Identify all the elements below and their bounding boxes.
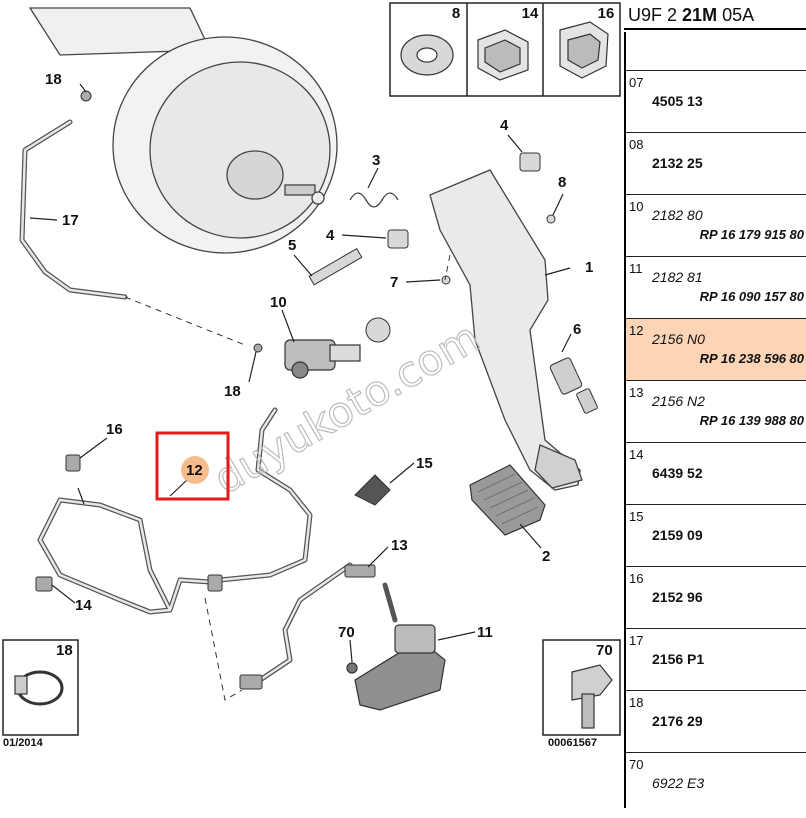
slave-cylinder bbox=[346, 624, 446, 711]
callout-18-top: 18 bbox=[45, 71, 62, 88]
part-reference: 6439 52 bbox=[652, 465, 703, 481]
clutch-spring bbox=[349, 192, 399, 208]
part-row[interactable]: 15 2159 09 bbox=[624, 504, 806, 566]
part-row[interactable]: 07 4505 13 bbox=[624, 70, 806, 132]
callout-4-top: 4 bbox=[500, 117, 509, 134]
model-code-header: U9F 2 21M 05A bbox=[624, 0, 806, 30]
part-reference: 2156 P1 bbox=[652, 651, 705, 667]
callout-6: 6 bbox=[573, 321, 581, 338]
part-row[interactable]: 12 2156 N0 RP 16 238 596 80 bbox=[624, 318, 806, 380]
callout-7: 7 bbox=[390, 274, 398, 291]
callout-14: 14 bbox=[75, 597, 92, 614]
part-reference: 2182 81 bbox=[652, 269, 703, 285]
part-reference: 2152 96 bbox=[652, 589, 703, 605]
part-row[interactable]: 14 6439 52 bbox=[624, 442, 806, 504]
pedal-bushing bbox=[308, 152, 556, 343]
part-rp-number: RP 16 139 988 80 bbox=[699, 413, 804, 428]
master-cylinder bbox=[284, 339, 361, 379]
part-row[interactable]: 18 2176 29 bbox=[624, 690, 806, 752]
part-position: 10 bbox=[629, 199, 644, 214]
inset-label-18: 18 bbox=[56, 642, 73, 659]
model-suffix: 05A bbox=[722, 5, 755, 25]
part-rp-number: RP 16 238 596 80 bbox=[699, 351, 804, 366]
callout-13: 13 bbox=[391, 537, 408, 554]
part-position: 07 bbox=[629, 75, 644, 90]
part-position: 11 bbox=[629, 261, 643, 276]
callout-18: 18 bbox=[224, 383, 241, 400]
selected-callout-12[interactable]: 12 bbox=[155, 431, 230, 501]
drawing-number: 00061567 bbox=[548, 737, 597, 749]
part-row[interactable]: 16 2152 96 bbox=[624, 566, 806, 628]
callout-15: 15 bbox=[416, 455, 433, 472]
part-position: 08 bbox=[629, 137, 644, 152]
part-reference: 2156 N0 bbox=[652, 331, 705, 347]
model-prefix: U9F 2 bbox=[628, 5, 678, 25]
callout-lines bbox=[29, 83, 572, 663]
inset-label-70: 70 bbox=[596, 642, 613, 659]
bolt-icon bbox=[571, 664, 613, 729]
clip-16-icon bbox=[559, 21, 609, 79]
washer-icon bbox=[400, 34, 454, 76]
hydraulic-pipes bbox=[19, 119, 398, 683]
part-row[interactable]: 13 2156 N2 RP 16 139 988 80 bbox=[624, 380, 806, 442]
part-reference: 2182 80 bbox=[652, 207, 703, 223]
part-reference: 4505 13 bbox=[652, 93, 703, 109]
part-position: 13 bbox=[629, 385, 644, 400]
part-reference: 6922 E3 bbox=[652, 775, 705, 791]
callout-3: 3 bbox=[372, 152, 380, 169]
pedal-rubber bbox=[469, 464, 546, 536]
callout-5: 5 bbox=[288, 237, 296, 254]
callout-8: 8 bbox=[558, 174, 566, 191]
callout-2: 2 bbox=[542, 548, 550, 565]
part-position: 70 bbox=[629, 757, 644, 772]
parts-rows: 07 4505 13 08 2132 25 10 2182 80 RP 16 179 915… bbox=[624, 70, 806, 808]
part-row[interactable]: 11 2182 81 RP 16 090 157 80 bbox=[624, 256, 806, 318]
callout-1: 1 bbox=[585, 259, 593, 276]
inset-boxes-top bbox=[389, 2, 621, 97]
part-rp-number: RP 16 179 915 80 bbox=[699, 227, 804, 242]
parts-diagram: 8 14 16 bbox=[2, 2, 621, 749]
parts-list-panel: U9F 2 21M 05A 07 4505 13 08 2132 25 10 2182 8… bbox=[624, 0, 806, 818]
part-position: 16 bbox=[629, 571, 644, 586]
model-bold: 21M bbox=[682, 5, 718, 25]
selection-box bbox=[155, 431, 230, 501]
clip-14-icon bbox=[477, 29, 529, 81]
brake-booster bbox=[28, 7, 338, 254]
inset-label-8: 8 bbox=[452, 5, 460, 22]
callout-labels: 1 2 3 4 4 5 6 7 8 10 11 13 14 15 16 17 1… bbox=[45, 71, 593, 641]
date-code: 01/2014 bbox=[3, 737, 44, 749]
watermark-text: duyukoto.com bbox=[206, 312, 488, 503]
callout-70: 70 bbox=[338, 624, 355, 641]
part-position: 18 bbox=[629, 695, 644, 710]
part-position: 17 bbox=[629, 633, 644, 648]
part-row[interactable]: 70 6922 E3 bbox=[624, 752, 806, 808]
part-position: 14 bbox=[629, 447, 644, 462]
part-reference: 2176 29 bbox=[652, 713, 703, 729]
part-row[interactable]: 08 2132 25 bbox=[624, 132, 806, 194]
part-reference: 2156 N2 bbox=[652, 393, 705, 409]
callout-10: 10 bbox=[270, 294, 287, 311]
clutch-pedal bbox=[429, 169, 583, 491]
callout-16: 16 bbox=[106, 421, 123, 438]
inset-label-14: 14 bbox=[522, 5, 539, 22]
part-reference: 2159 09 bbox=[652, 527, 703, 543]
part-row[interactable]: 17 2156 P1 bbox=[624, 628, 806, 690]
pedal-switch bbox=[549, 357, 598, 414]
part-position: 12 bbox=[629, 323, 644, 338]
pipe-clips bbox=[35, 90, 391, 690]
hose-clamp-icon bbox=[14, 670, 64, 706]
callout-17: 17 bbox=[62, 212, 79, 229]
callout-4: 4 bbox=[326, 227, 335, 244]
leader-lines bbox=[124, 254, 451, 701]
part-row[interactable]: 10 2182 80 RP 16 179 915 80 bbox=[624, 194, 806, 256]
header-spacer bbox=[624, 32, 806, 70]
callout-12: 12 bbox=[186, 462, 203, 479]
part-position: 15 bbox=[629, 509, 644, 524]
inset-label-16: 16 bbox=[598, 5, 615, 22]
inset-boxes-bottom bbox=[2, 639, 621, 736]
callout-11: 11 bbox=[477, 624, 493, 641]
callout-dot bbox=[181, 456, 209, 484]
part-rp-number: RP 16 090 157 80 bbox=[699, 289, 804, 304]
part-reference: 2132 25 bbox=[652, 155, 703, 171]
